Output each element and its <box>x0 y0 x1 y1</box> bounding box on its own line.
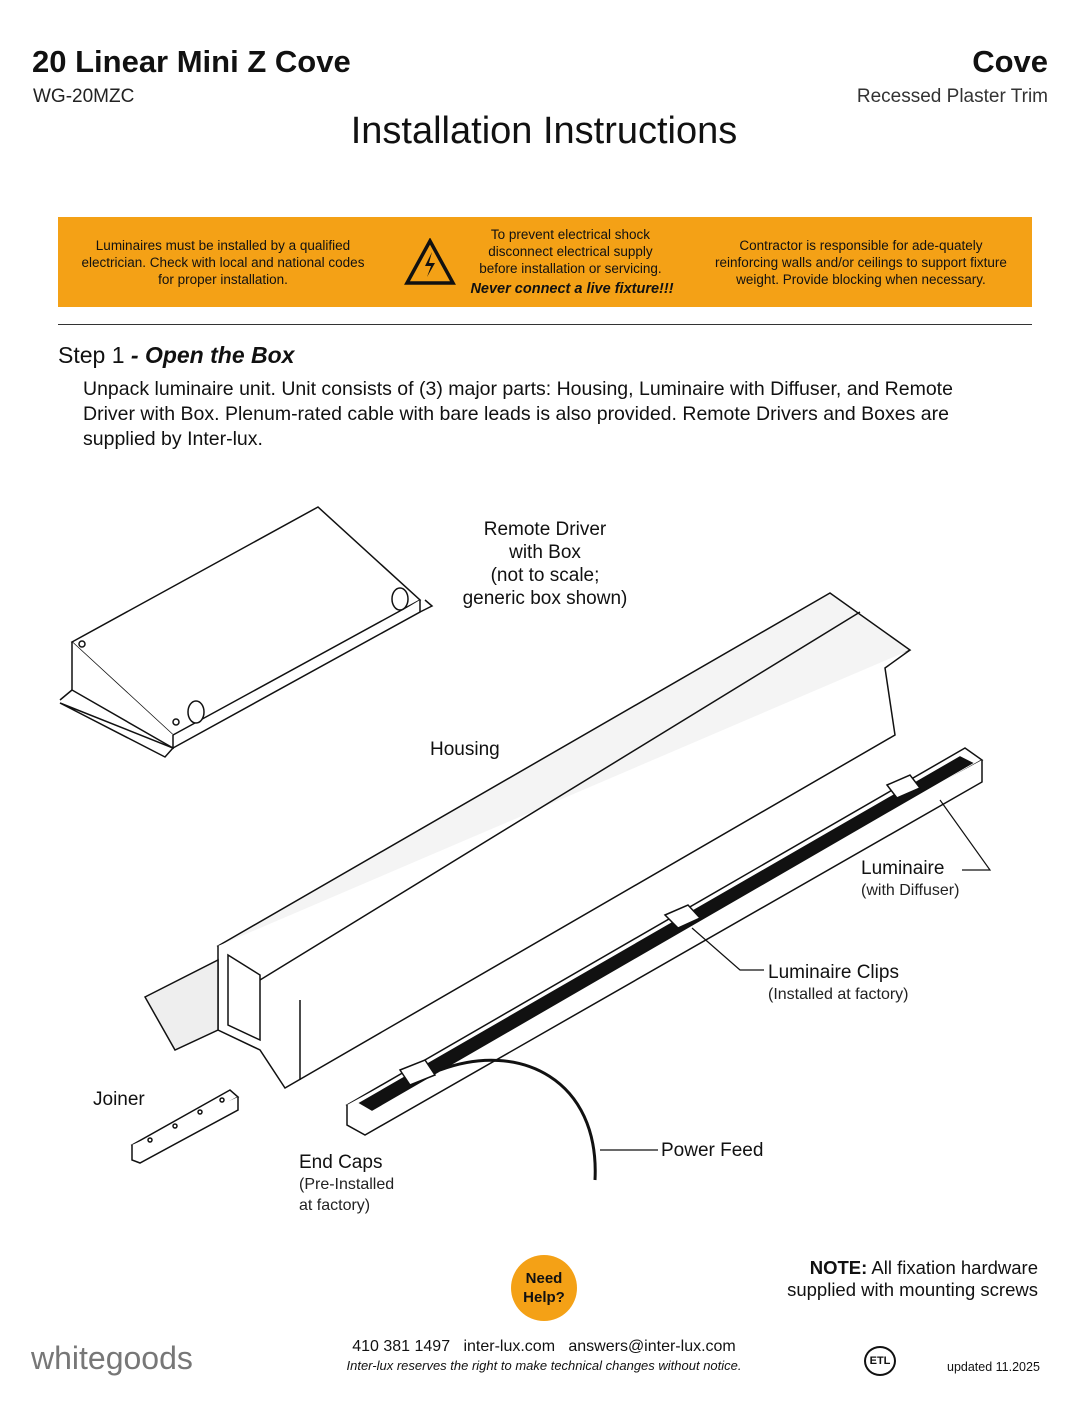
warning-banner: Luminaires must be installed by a qualif… <box>58 217 1032 307</box>
warning-contractor: Contractor is responsible for ade-quatel… <box>715 237 1007 287</box>
warning-emphasis: Never connect a live fixture!!! <box>470 281 674 297</box>
warning-shock: To prevent electrical shock disconnect e… <box>388 226 690 298</box>
label-luminaire: Luminaire(with Diffuser) <box>861 858 960 899</box>
updated-date: updated 11.2025 <box>947 1360 1040 1374</box>
step-heading: Step 1 - Open the Box <box>58 342 294 369</box>
electric-hazard-icon <box>404 238 457 285</box>
label-housing: Housing <box>430 739 500 760</box>
power-feed-cable <box>439 1058 597 1181</box>
warning-shock-text: To prevent electrical shock disconnect e… <box>479 227 662 276</box>
step-title: - Open the Box <box>130 342 295 368</box>
step-body: Unpack luminaire unit. Unit consists of … <box>83 378 953 450</box>
label-power-feed: Power Feed <box>661 1140 764 1161</box>
email-link[interactable]: answers@inter-lux.com <box>568 1338 736 1355</box>
contact-line: 410 381 1497 inter-lux.com answers@inter… <box>0 1338 1088 1356</box>
remote-driver-box <box>59 506 434 758</box>
housing <box>143 592 912 1090</box>
divider <box>58 324 1032 325</box>
model-number: WG-20MZC <box>33 86 135 107</box>
phone: 410 381 1497 <box>352 1338 451 1355</box>
warning-electrician: Luminaires must be installed by a qualif… <box>81 237 365 287</box>
luminaire <box>345 747 984 1136</box>
website-link[interactable]: inter-lux.com <box>463 1338 556 1355</box>
disclaimer: Inter-lux reserves the right to make tec… <box>346 1358 742 1373</box>
label-joiner: Joiner <box>93 1089 145 1110</box>
etl-certification-icon: ETL <box>864 1346 896 1376</box>
step-number: Step 1 <box>58 342 125 368</box>
product-title: 20 Linear Mini Z Cove <box>32 44 351 79</box>
leader-lines <box>600 799 992 1151</box>
joiner <box>130 1089 240 1164</box>
label-clips: Luminaire Clips(Installed at factory) <box>768 962 909 1003</box>
parts-diagram <box>59 506 992 1181</box>
doc-title: Installation Instructions <box>350 110 738 152</box>
whitegoods-logo: whitegoods <box>31 1340 193 1376</box>
category: Cove <box>972 44 1048 79</box>
subcategory: Recessed Plaster Trim <box>856 86 1048 107</box>
